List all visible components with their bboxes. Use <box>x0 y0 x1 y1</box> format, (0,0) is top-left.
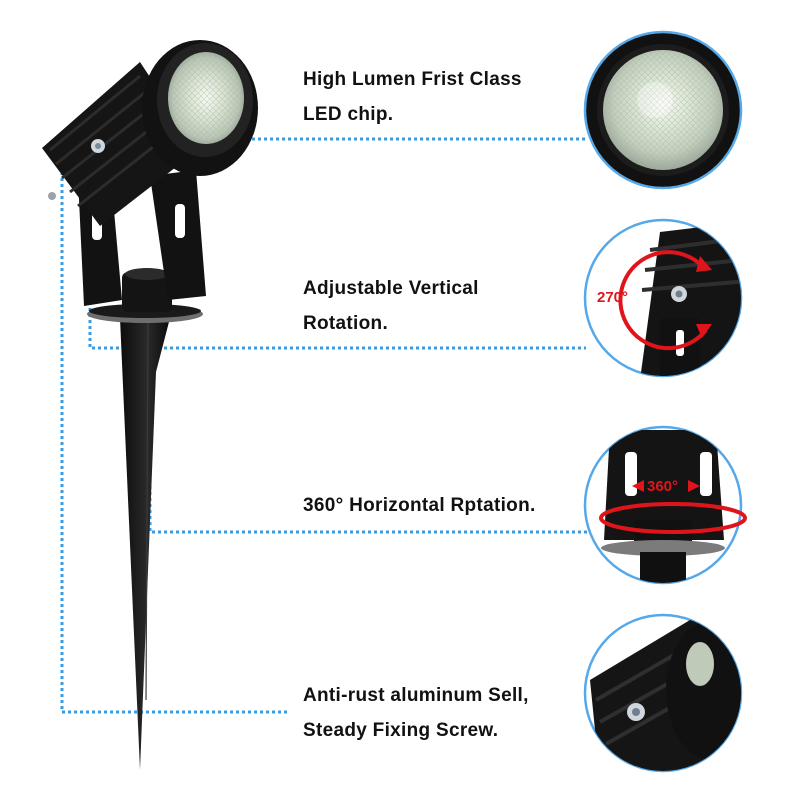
vertical-angle-label: 270° <box>597 289 628 306</box>
caption-line: Steady Fixing Screw. <box>303 720 499 741</box>
caption-line: High Lumen Frist Class <box>303 69 522 90</box>
detail-horizontal-rotation: 360° <box>583 425 747 585</box>
caption-anti-rust: Anti-rust aluminum Sell, Steady Fixing S… <box>303 678 529 748</box>
detail-led-chip <box>583 30 743 190</box>
caption-line: Rotation. <box>303 313 389 334</box>
spotlight-lamp <box>42 40 258 770</box>
rotation-arrow-icon <box>618 250 708 351</box>
caption-line: Adjustable Vertical <box>303 278 479 299</box>
horizontal-rotation-ring <box>599 502 747 534</box>
leader-line-screw <box>60 172 290 714</box>
caption-horizontal-rotation: 360° Horizontal Rptation. <box>303 488 536 523</box>
horizontal-angle-label: 360° <box>647 478 678 495</box>
ground-stake <box>120 318 170 770</box>
detail-vertical-rotation: 270° <box>583 218 743 378</box>
leader-line-horizontal <box>148 288 588 534</box>
caption-line: 360° Horizontal Rptation. <box>303 495 536 516</box>
detail-anti-rust-screw <box>583 613 743 773</box>
caption-line: Anti-rust aluminum Sell, <box>303 685 529 706</box>
leader-lines <box>60 137 588 714</box>
caption-line: LED chip. <box>303 104 394 125</box>
swivel-hub <box>122 272 172 312</box>
caption-led-chip: High Lumen Frist Class LED chip. <box>303 62 522 132</box>
caption-vertical-rotation: Adjustable Vertical Rotation. <box>303 271 479 341</box>
